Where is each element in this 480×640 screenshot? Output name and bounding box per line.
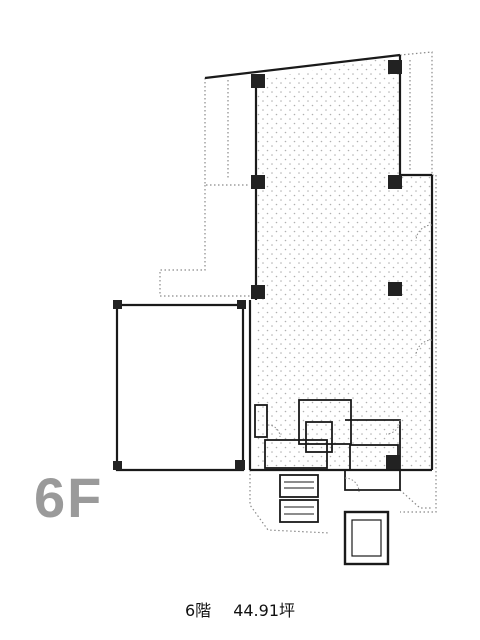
door-swings [267,224,433,493]
floor-label: 6F [34,466,104,529]
building-core [254,399,401,566]
floor-area: 44.91坪 [233,601,295,620]
floor-name: 6階 [185,601,212,620]
structural-columns [113,60,402,470]
floor-caption: 6階 44.91坪 [0,597,480,621]
office-floor-area [256,55,432,468]
